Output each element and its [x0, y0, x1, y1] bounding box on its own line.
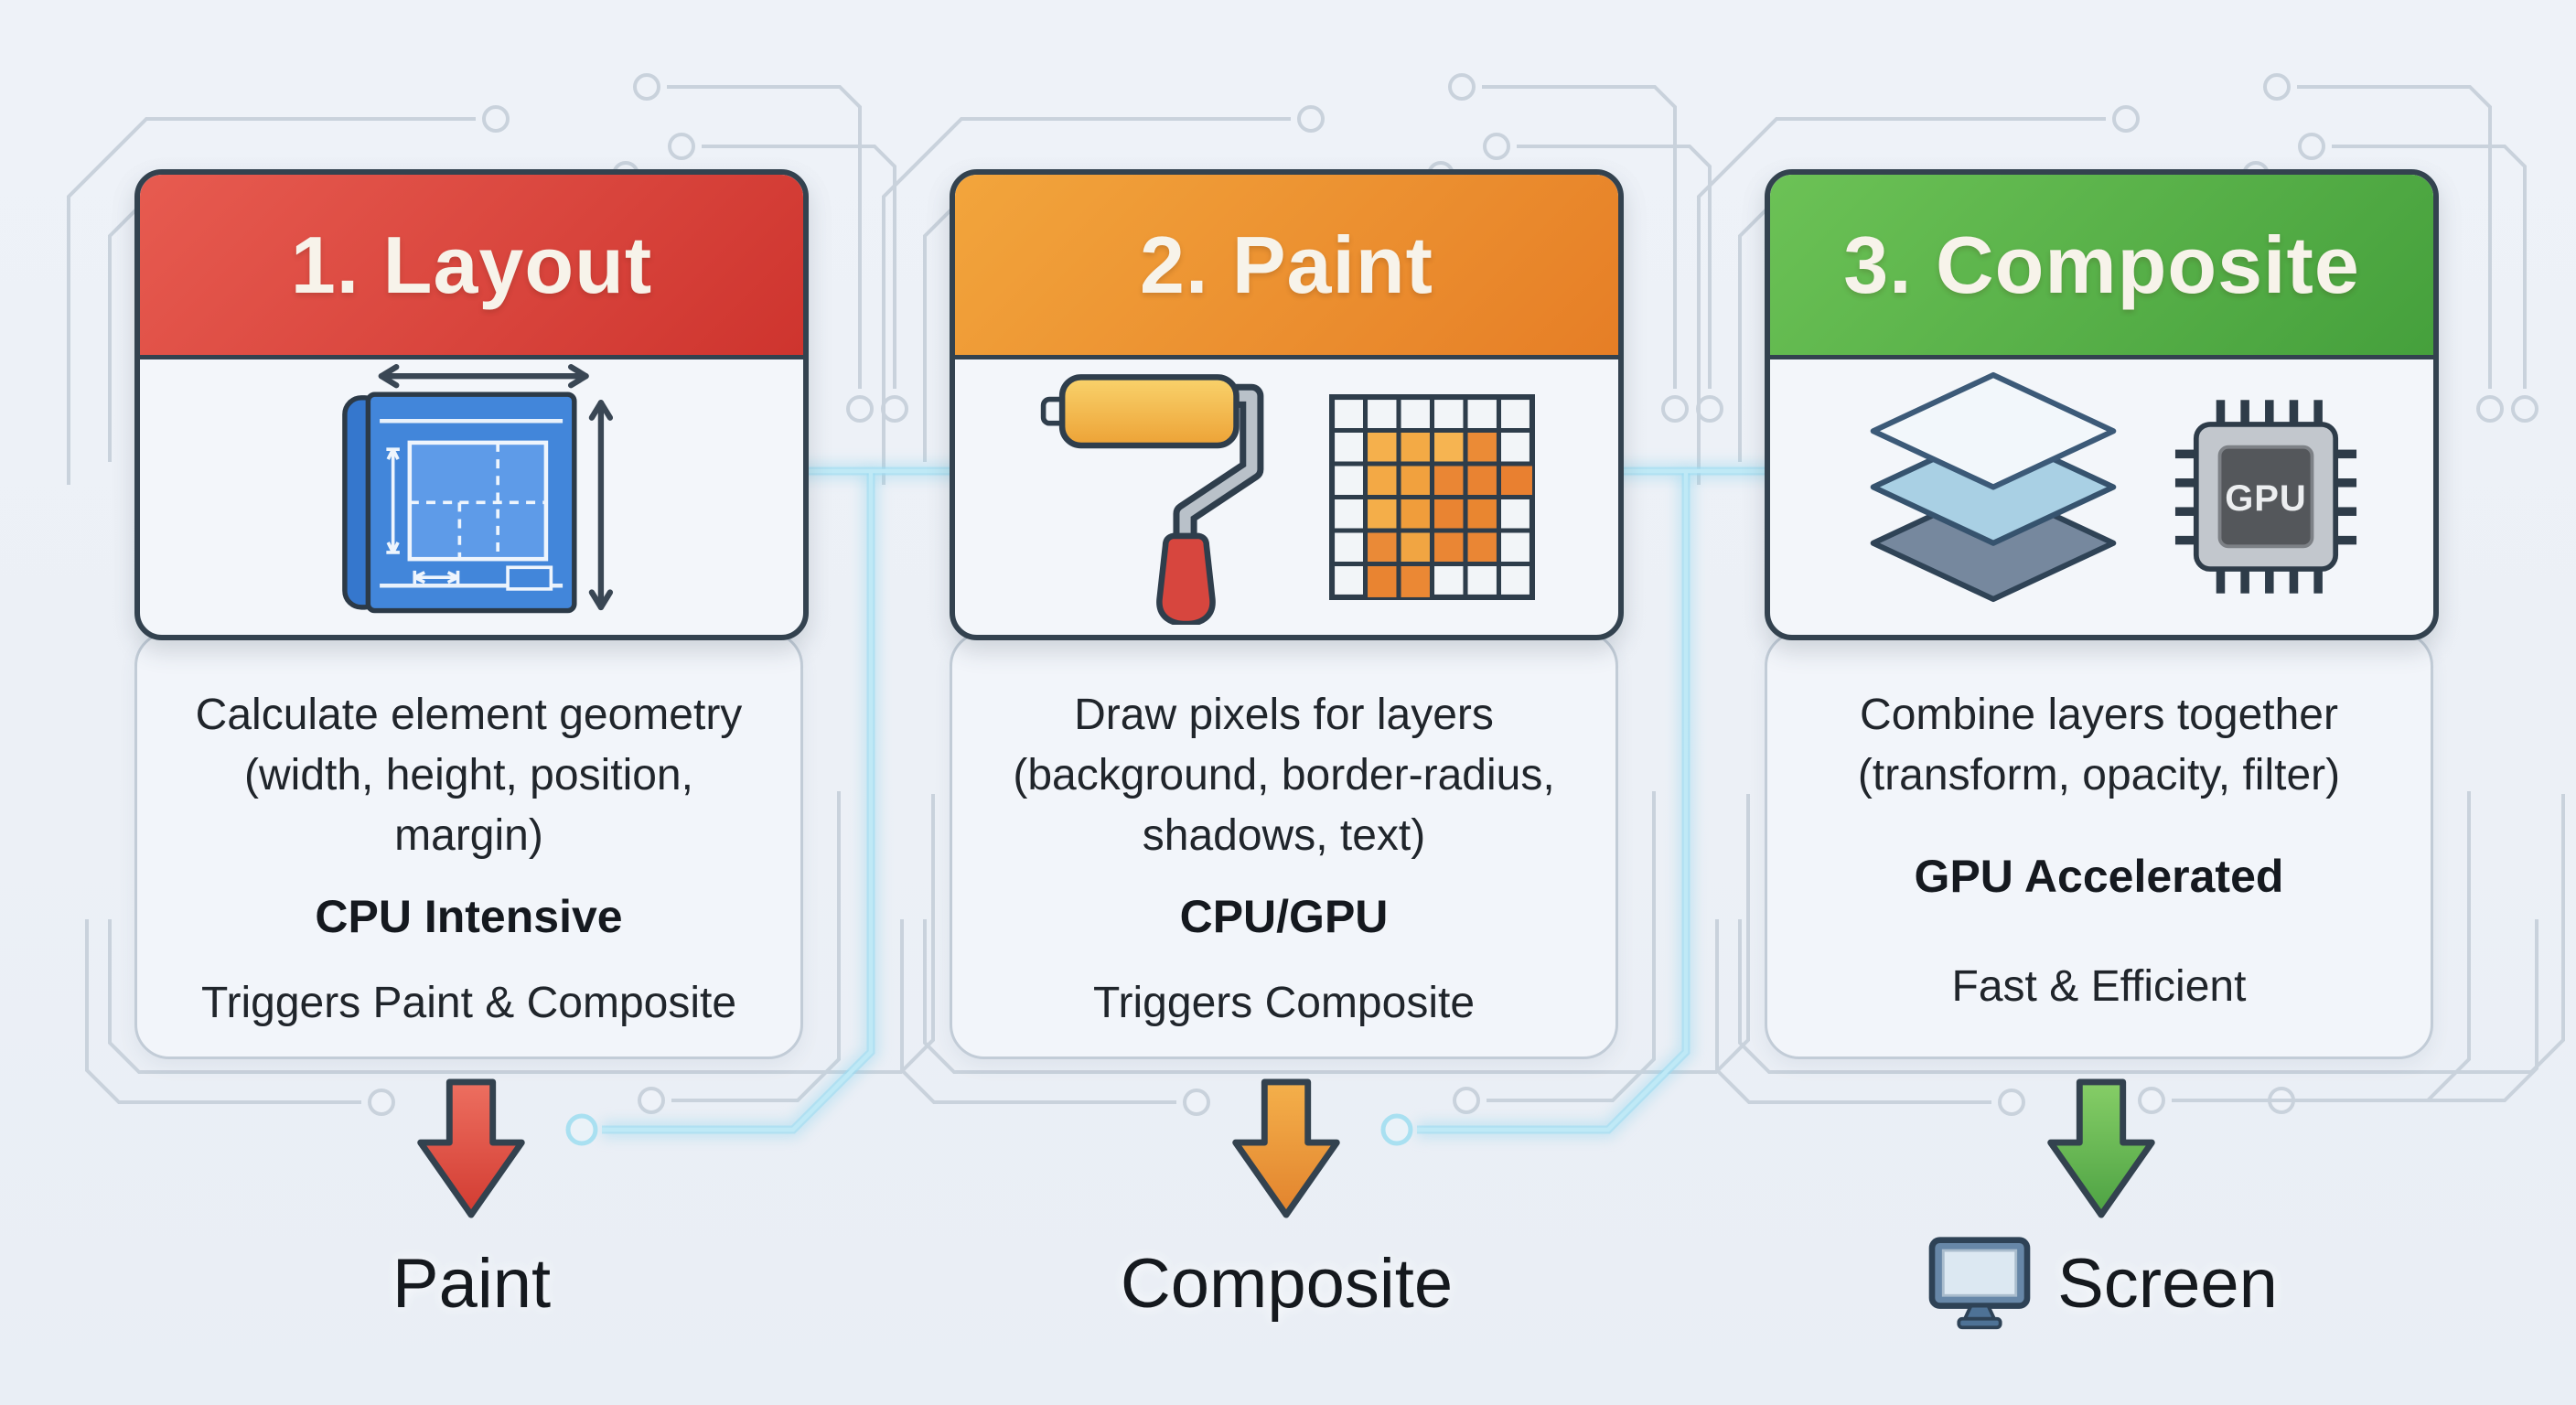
paint-card-header: 2. Paint	[955, 175, 1618, 359]
composite-desc-line: Combine layers together	[1860, 691, 2338, 739]
composite-card-title: 3. Composite	[1843, 219, 2360, 310]
composite-icon-area: GPU	[1770, 359, 2433, 634]
output-label-composite: Composite	[950, 1233, 1624, 1334]
paint-note: Triggers Composite	[1092, 979, 1476, 1027]
paint-card: 2. Paint	[950, 169, 1624, 640]
monitor-icon	[1928, 1237, 2031, 1330]
stage-column-paint: Draw pixels for layers (background, bord…	[950, 169, 1624, 1405]
paint-desc-line: Draw pixels for layers	[1074, 691, 1494, 739]
composite-desc-line: (transform, opacity, filter)	[1857, 751, 2341, 799]
paint-icon-area	[955, 359, 1618, 634]
output-label-paint: Paint	[134, 1233, 809, 1334]
layout-desc-line: (width, height, position,	[244, 751, 693, 799]
layout-icon-area	[140, 359, 803, 634]
composite-details-panel: Combine layers together (transform, opac…	[1765, 631, 2433, 1059]
paint-details-panel: Draw pixels for layers (background, bord…	[950, 631, 1618, 1059]
paint-roller-icon	[1040, 374, 1264, 625]
layout-details-panel: Calculate element geometry (width, heigh…	[134, 631, 803, 1059]
layout-desc-line: Calculate element geometry	[195, 691, 743, 739]
composite-card-header: 3. Composite	[1770, 175, 2433, 359]
layout-description: Calculate element geometry (width, heigh…	[137, 685, 800, 866]
composite-note: Fast & Efficient	[1951, 962, 2247, 1011]
layout-card: 1. Layout	[134, 169, 809, 640]
layout-desc-line: margin)	[394, 811, 543, 860]
pixel-grid-icon	[1329, 393, 1535, 600]
layers-icon	[1870, 371, 2116, 603]
output-label-screen: Screen	[1765, 1233, 2439, 1334]
layout-to-paint-arrow	[417, 1078, 525, 1218]
layout-card-title: 1. Layout	[290, 219, 653, 310]
stage-column-layout: Calculate element geometry (width, heigh…	[134, 169, 809, 1405]
paint-emphasis: CPU/GPU	[1179, 891, 1389, 942]
layout-emphasis: CPU Intensive	[315, 891, 623, 942]
paint-desc-line: shadows, text)	[1142, 811, 1426, 860]
blueprint-icon	[341, 364, 613, 614]
layout-note: Triggers Paint & Composite	[200, 979, 737, 1027]
composite-to-screen-arrow	[2047, 1078, 2155, 1218]
layout-card-header: 1. Layout	[140, 175, 803, 359]
output-label-paint-text: Paint	[392, 1244, 552, 1323]
composite-description: Combine layers together (transform, opac…	[1767, 685, 2431, 806]
paint-card-title: 2. Paint	[1140, 219, 1433, 310]
composite-card: 3. Composite	[1765, 169, 2439, 640]
stage-column-composite: Combine layers together (transform, opac…	[1765, 169, 2439, 1405]
output-label-composite-text: Composite	[1120, 1244, 1454, 1323]
output-label-screen-text: Screen	[2057, 1244, 2278, 1323]
gpu-chip-label: GPU	[2225, 478, 2307, 519]
paint-description: Draw pixels for layers (background, bord…	[952, 685, 1615, 866]
paint-to-composite-arrow	[1232, 1078, 1340, 1218]
gpu-chip-icon: GPU	[2174, 400, 2356, 594]
paint-desc-line: (background, border-radius,	[1013, 751, 1555, 799]
composite-emphasis: GPU Accelerated	[1914, 851, 2284, 902]
